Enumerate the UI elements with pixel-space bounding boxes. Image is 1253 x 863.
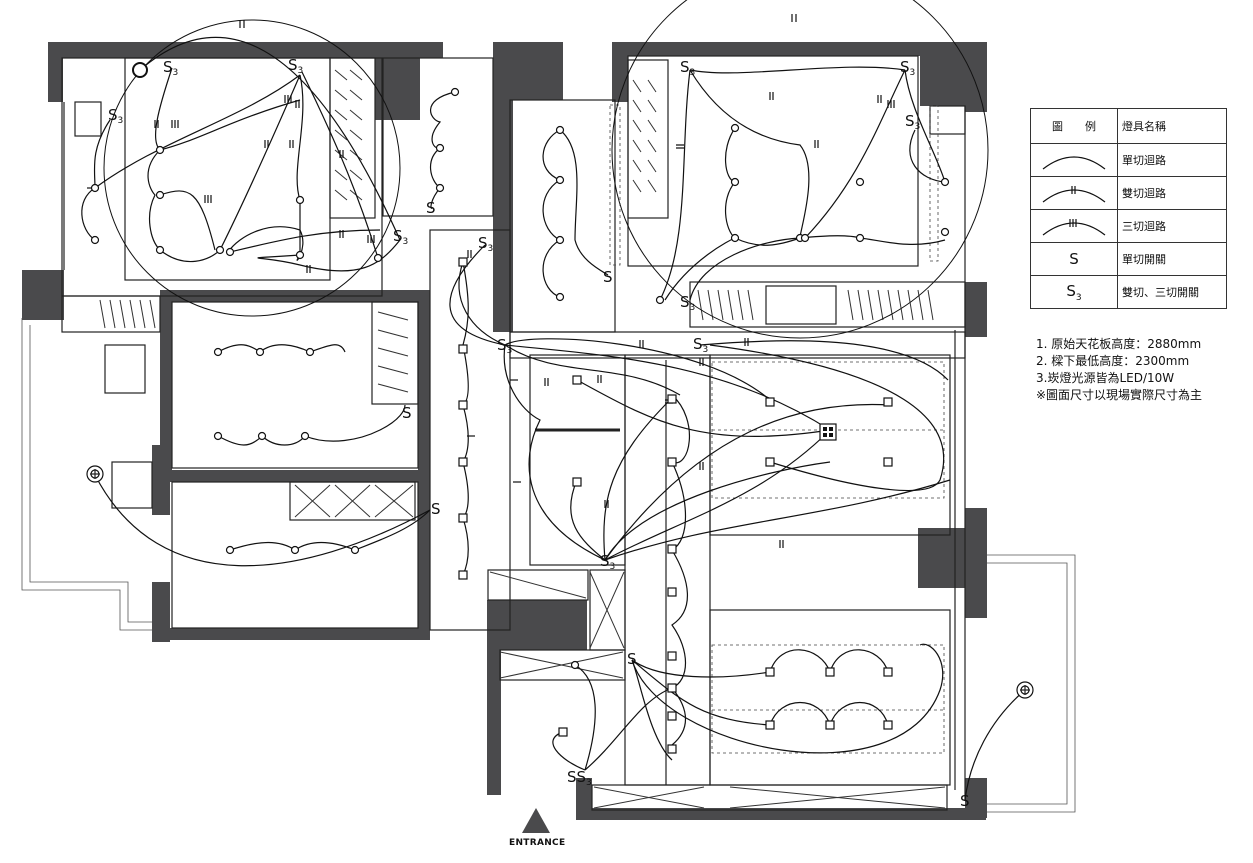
switch-3way: S3 (163, 58, 178, 78)
right-balcony-outline (985, 554, 1076, 813)
switches: S3 S3 S3 S3 S S3 S3 S3 S3 S S3 S3 S3 S S… (108, 56, 970, 810)
legend-row-name: 雙切迴路 (1117, 176, 1227, 210)
design-notes: 1. 原始天花板高度：2880mm 2. 樑下最低高度：2300mm 3.崁燈光… (1036, 336, 1202, 404)
triple-cut-arc-icon (1030, 209, 1118, 243)
legend-row-name: 三切迴路 (1117, 209, 1227, 243)
note-line: 1. 原始天花板高度：2880mm (1036, 337, 1202, 351)
switch-3way: S3 (680, 293, 695, 313)
switch-3way: S3 (900, 58, 915, 78)
switch-3way: S3 (680, 58, 695, 78)
left-balcony-outline (21, 318, 155, 631)
legend-row-name: 雙切、三切開關 (1117, 275, 1227, 309)
switch-3way: S3 (905, 112, 920, 132)
wardrobe-hatching (99, 69, 946, 809)
switch-single: S (431, 500, 441, 518)
entrance-label: ENTRANCE (509, 838, 566, 848)
double-cut-arc-icon (1030, 176, 1118, 210)
switch-3way: S3 (497, 336, 512, 356)
legend-row-name: 單切開關 (1117, 242, 1227, 276)
wiring-circuits (81, 36, 1026, 801)
single-arc-icon (1030, 143, 1118, 177)
walls (22, 42, 987, 820)
legend-switch-3way: S3 (1030, 275, 1118, 309)
downlights-round (90, 62, 950, 670)
legend-table: 圖 例 燈具名稱 單切迴路 雙切迴路 三切迴路 S 單切開關 S3 雙切、三切開… (1030, 108, 1227, 309)
switch-single: S (402, 404, 412, 422)
legend-row-name: 單切迴路 (1117, 143, 1227, 177)
switch-single: S (960, 792, 970, 810)
entrance-arrow-icon (522, 808, 550, 833)
legend-header-name: 燈具名稱 (1117, 108, 1227, 144)
legend-header-symbol: 圖 例 (1030, 108, 1118, 144)
switch-3way: S3 (108, 106, 123, 126)
outdoor-light-left (86, 465, 104, 483)
switch-3way: S3 (478, 234, 493, 254)
switch-single: S (426, 199, 436, 217)
note-line: 3.崁燈光源皆為LED/10W (1036, 371, 1175, 385)
outdoor-light-right (1016, 681, 1034, 699)
legend-switch-single: S (1030, 242, 1118, 276)
switch-3way: S3 (693, 335, 708, 355)
switch-3way: S3 (393, 227, 408, 247)
note-line: 2. 樑下最低高度：2300mm (1036, 354, 1190, 368)
switch-3way: S3 (600, 552, 615, 572)
switch-pair: SS3 (567, 768, 592, 788)
switch-single: S (603, 268, 613, 286)
downlights-square (458, 257, 893, 754)
switch-single: S (627, 650, 637, 668)
note-line: ※圖面尺寸以現場實際尺寸為主 (1036, 388, 1203, 402)
switch-3way: S3 (288, 56, 303, 76)
